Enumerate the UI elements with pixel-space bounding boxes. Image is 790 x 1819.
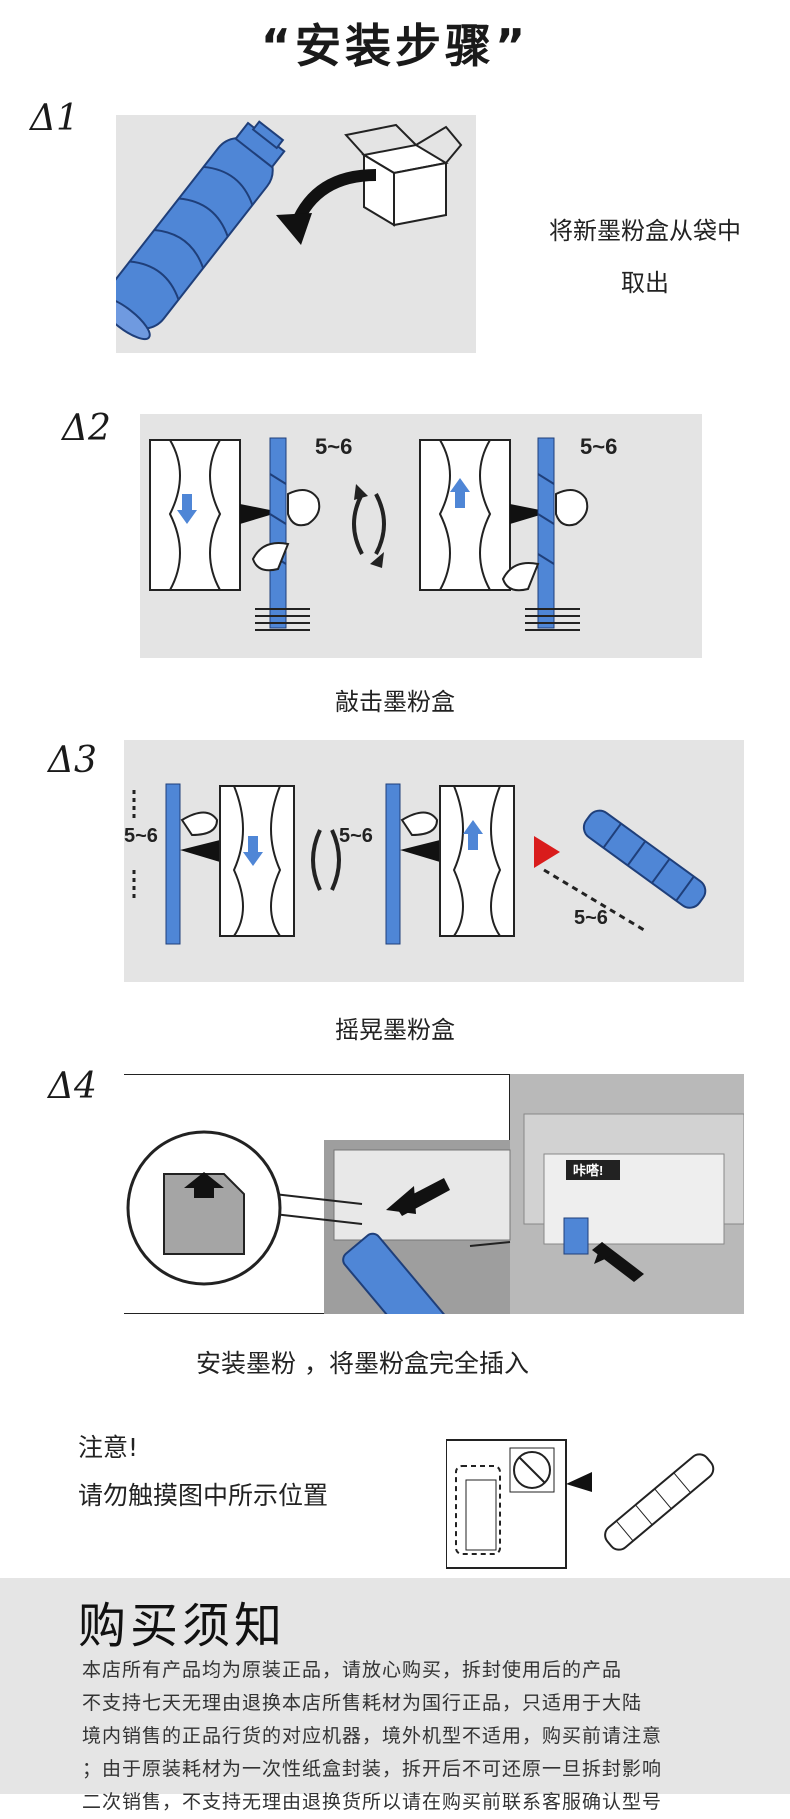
note-text: 请勿触摸图中所示位置 [78, 1481, 329, 1510]
step-3-count-label-a: 5~6 [124, 825, 158, 847]
step-3-number: Δ3 [48, 740, 97, 781]
note-heading: 注意! [78, 1433, 139, 1462]
step-1-number: Δ1 [30, 98, 79, 139]
purchase-line-4: ；由于原装耗材为一次性纸盒封装，拆开后不可还原一旦拆封影响 [82, 1758, 663, 1780]
step-3-count-label-c: 5~6 [574, 907, 608, 929]
purchase-paragraph: 本店所有产品均为原装正品，请放心购买，拆封使用后的产品 不支持七天无理由退换本店… [82, 1654, 782, 1819]
purchase-notice-section [0, 1578, 790, 1794]
step-2-count-label-a: 5~6 [315, 434, 352, 459]
purchase-line-5: 二次销售，不支持无理由退换货所以请在购买前联系客服确认型号 [82, 1791, 663, 1813]
step-1-caption-line-2: 取出 [621, 269, 669, 297]
purchase-line-3: 境内销售的正品行货的对应机器，境外机型不适用，购买前请注意 [82, 1725, 663, 1747]
note-illustration [446, 1436, 726, 1572]
step-2-count-label-b: 5~6 [580, 434, 617, 459]
step-3-count-label-b: 5~6 [339, 825, 373, 847]
step-1-illustration [116, 115, 476, 353]
purchase-line-1: 本店所有产品均为原装正品，请放心购买，拆封使用后的产品 [82, 1659, 623, 1681]
step-4-number: Δ4 [48, 1066, 97, 1107]
step-3-caption: 摇晃墨粉盒 [335, 1016, 455, 1044]
step-3-illustration: 5~6 5~6 5~6 [124, 740, 744, 982]
purchase-title: 购买须知 [78, 1598, 287, 1654]
purchase-line-2: 不支持七天无理由退换本店所售耗材为国行正品，只适用于大陆 [82, 1692, 643, 1714]
step-4-click-label: 咔嗒! [573, 1163, 603, 1178]
step-1-caption-line-1: 将新墨粉盒从袋中 [549, 217, 741, 245]
note-block: 注意! 请勿触摸图中所示位置 [78, 1424, 398, 1520]
step-2-caption: 敲击墨粉盒 [335, 688, 455, 716]
step-4-caption: 安装墨粉 ，将墨粉盒完全插入 [196, 1349, 529, 1378]
step-2-illustration: 5~6 5~6 [140, 414, 702, 658]
step-1-caption: 将新墨粉盒从袋中 取出 [520, 205, 770, 309]
step-4-illustration: 咔嗒! [124, 1074, 744, 1314]
page-title: “安装步骤” [260, 19, 530, 73]
step-2-number: Δ2 [62, 408, 111, 449]
